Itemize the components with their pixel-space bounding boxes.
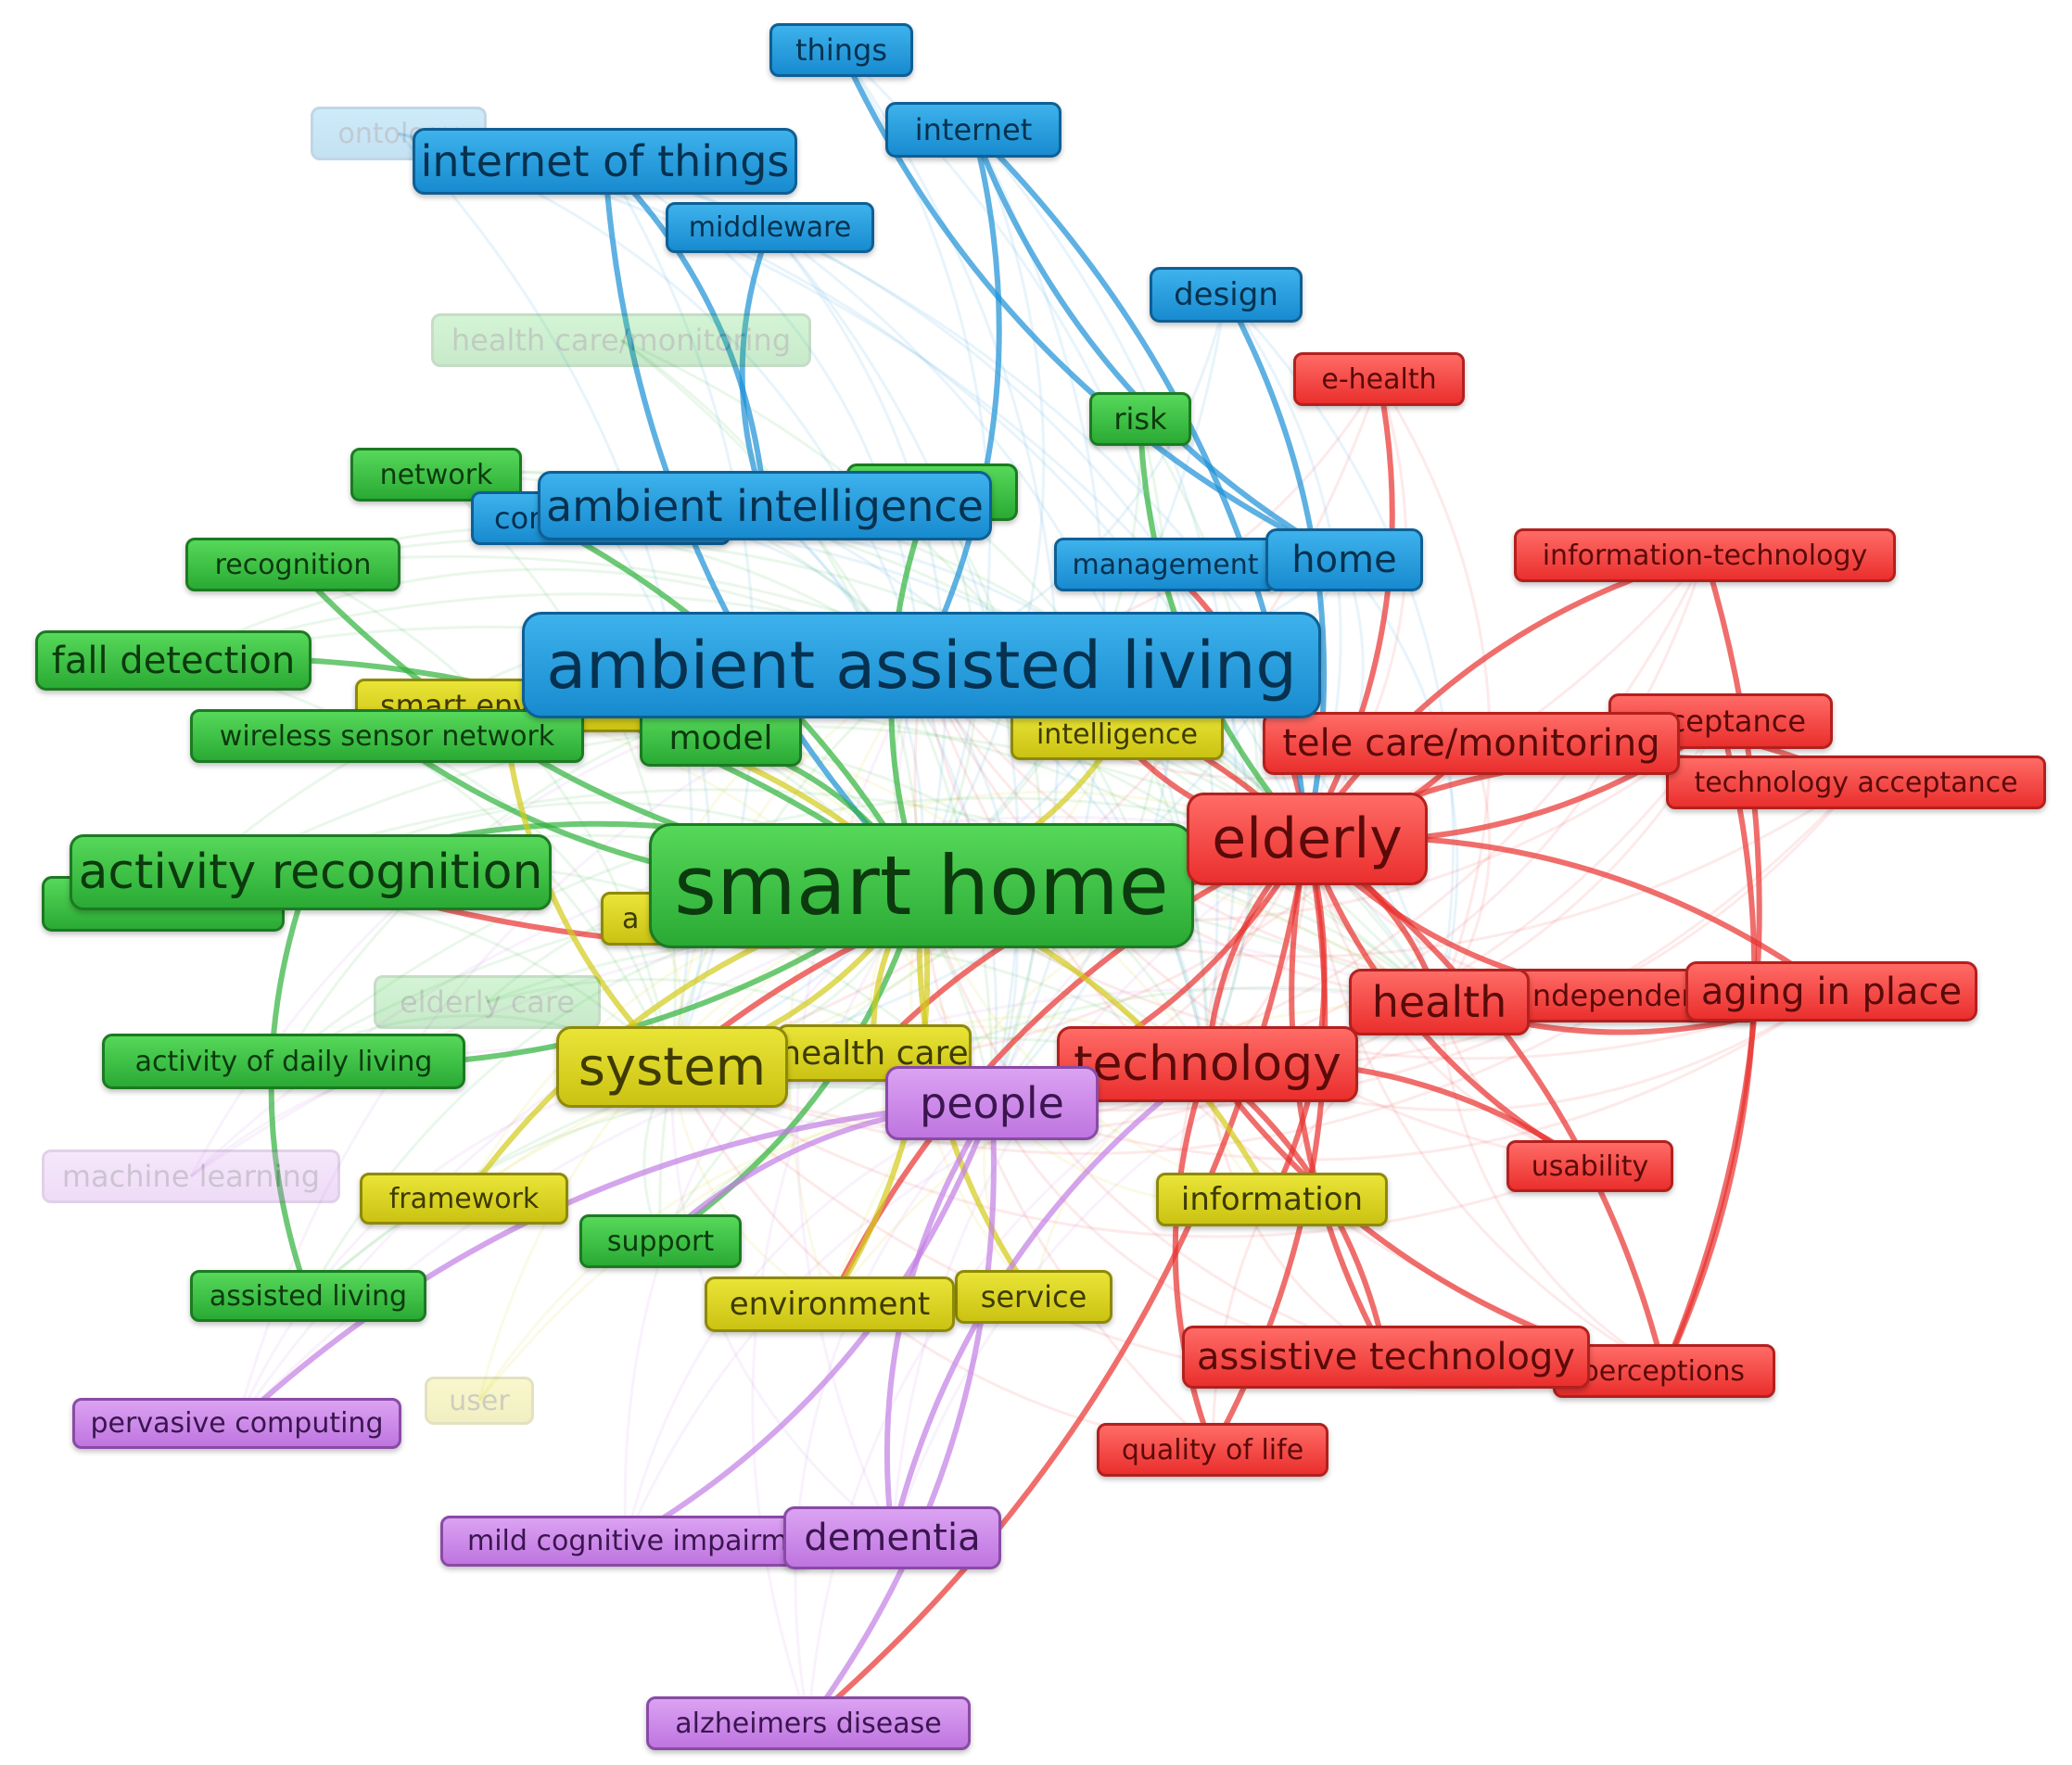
- background-link: [386, 734, 674, 1068]
- node-elderly-care[interactable]: elderly care: [374, 975, 601, 1029]
- node-activity-recognition[interactable]: activity recognition: [70, 834, 552, 910]
- link-people-pervasive: [234, 1100, 995, 1427]
- background-link: [283, 796, 1308, 1063]
- background-link: [623, 884, 922, 1542]
- link-people-alzheimers: [806, 1100, 997, 1726]
- node-people[interactable]: people: [885, 1066, 1099, 1140]
- background-link: [1138, 418, 1260, 1065]
- node-technology-acceptance[interactable]: technology acceptance: [1666, 756, 2046, 809]
- node-mild-cognitive-impairment[interactable]: mild cognitive impairment: [440, 1516, 811, 1567]
- node-information[interactable]: information: [1156, 1173, 1388, 1226]
- background-link: [931, 491, 1043, 1104]
- node-fall-detection[interactable]: fall detection: [35, 630, 311, 691]
- background-link: [921, 884, 1833, 1060]
- node-ambient-assisted-living[interactable]: ambient assisted living: [522, 612, 1321, 718]
- node-information-technology[interactable]: information-technology: [1514, 528, 1896, 582]
- background-link: [599, 517, 711, 1068]
- node-activity-of-daily-living[interactable]: activity of daily living: [102, 1034, 465, 1089]
- background-link: [920, 885, 1387, 1359]
- node-model[interactable]: model: [640, 709, 802, 767]
- node-internet[interactable]: internet: [885, 102, 1061, 158]
- background-link: [671, 994, 1631, 1155]
- background-link: [787, 664, 923, 1305]
- background-link: [763, 504, 998, 1104]
- node-quality-of-life[interactable]: quality of life: [1097, 1423, 1328, 1477]
- node-alzheimers-disease[interactable]: alzheimers disease: [646, 1696, 971, 1750]
- background-link: [671, 378, 1380, 1069]
- link-people-mci: [623, 1100, 995, 1544]
- node-design[interactable]: design: [1150, 267, 1303, 323]
- node-assisted-living[interactable]: assisted living: [190, 1270, 426, 1322]
- background-link: [1305, 838, 1591, 1168]
- node-environment[interactable]: environment: [705, 1276, 955, 1332]
- node-ambient-intelligence[interactable]: ambient intelligence: [538, 471, 992, 540]
- background-link: [1378, 378, 1492, 1003]
- node-management[interactable]: management: [1054, 538, 1277, 591]
- background-link: [795, 664, 923, 1539]
- node-user[interactable]: user: [425, 1377, 534, 1425]
- background-link: [990, 418, 1170, 1104]
- background-link: [1438, 1001, 1665, 1373]
- node-home[interactable]: home: [1265, 528, 1423, 591]
- node-machine-learning[interactable]: machine learning: [42, 1149, 340, 1203]
- background-link: [1305, 378, 1408, 840]
- background-link: [920, 664, 1591, 1168]
- node-smart-home[interactable]: smart home: [649, 823, 1194, 948]
- node-recognition[interactable]: recognition: [185, 538, 400, 591]
- node-internet-of-things[interactable]: internet of things: [413, 128, 797, 195]
- node-elderly[interactable]: elderly: [1187, 793, 1428, 885]
- background-link: [292, 563, 674, 1068]
- link-elderly-ehealth: [1304, 376, 1395, 842]
- node-dementia[interactable]: dementia: [783, 1506, 1001, 1569]
- node-framework[interactable]: framework: [360, 1173, 568, 1225]
- node-support[interactable]: support: [579, 1214, 742, 1268]
- background-link: [807, 1062, 1209, 1724]
- node-usability[interactable]: usability: [1506, 1140, 1673, 1192]
- node-technology[interactable]: technology: [1057, 1026, 1358, 1102]
- node-e-health[interactable]: e-health: [1293, 352, 1465, 406]
- background-link: [624, 1101, 993, 1542]
- link-elderly-assistech: [1289, 836, 1389, 1360]
- link-middleware-ami: [739, 224, 773, 509]
- background-link: [671, 1065, 1591, 1238]
- node-middleware[interactable]: middleware: [666, 202, 874, 253]
- node-system[interactable]: system: [556, 1026, 788, 1108]
- background-link: [794, 1101, 994, 1724]
- background-link: [920, 129, 1046, 887]
- link-internet-aal: [919, 127, 1002, 668]
- node-tele-care-monitoring[interactable]: tele care/monitoring: [1263, 712, 1680, 775]
- node-service[interactable]: service: [955, 1270, 1112, 1324]
- node-health-care-monitoring[interactable]: health care/monitoring: [431, 313, 811, 367]
- background-link: [620, 338, 923, 886]
- link-elderly-alzheimers: [806, 836, 1310, 1726]
- link-technology-qol: [1172, 1061, 1215, 1453]
- node-pervasive-computing[interactable]: pervasive computing: [72, 1398, 401, 1449]
- link-elderly-perceptions: [1304, 836, 1667, 1374]
- node-wireless-sensor-network[interactable]: wireless sensor network: [190, 709, 584, 763]
- link-acceptance-perceptions: [1661, 718, 1758, 1374]
- node-risk[interactable]: risk: [1089, 392, 1191, 446]
- node-things[interactable]: things: [769, 23, 913, 77]
- background-link: [307, 1086, 993, 1298]
- link-internet-home: [971, 127, 1347, 563]
- link-iot-smarthome: [602, 159, 924, 889]
- link-iot-ami: [602, 159, 768, 509]
- node-health[interactable]: health: [1349, 969, 1530, 1035]
- node-aging-in-place[interactable]: aging in place: [1685, 961, 1977, 1022]
- node-assistive-technology[interactable]: assistive technology: [1182, 1326, 1590, 1389]
- background-link: [1207, 554, 1707, 1066]
